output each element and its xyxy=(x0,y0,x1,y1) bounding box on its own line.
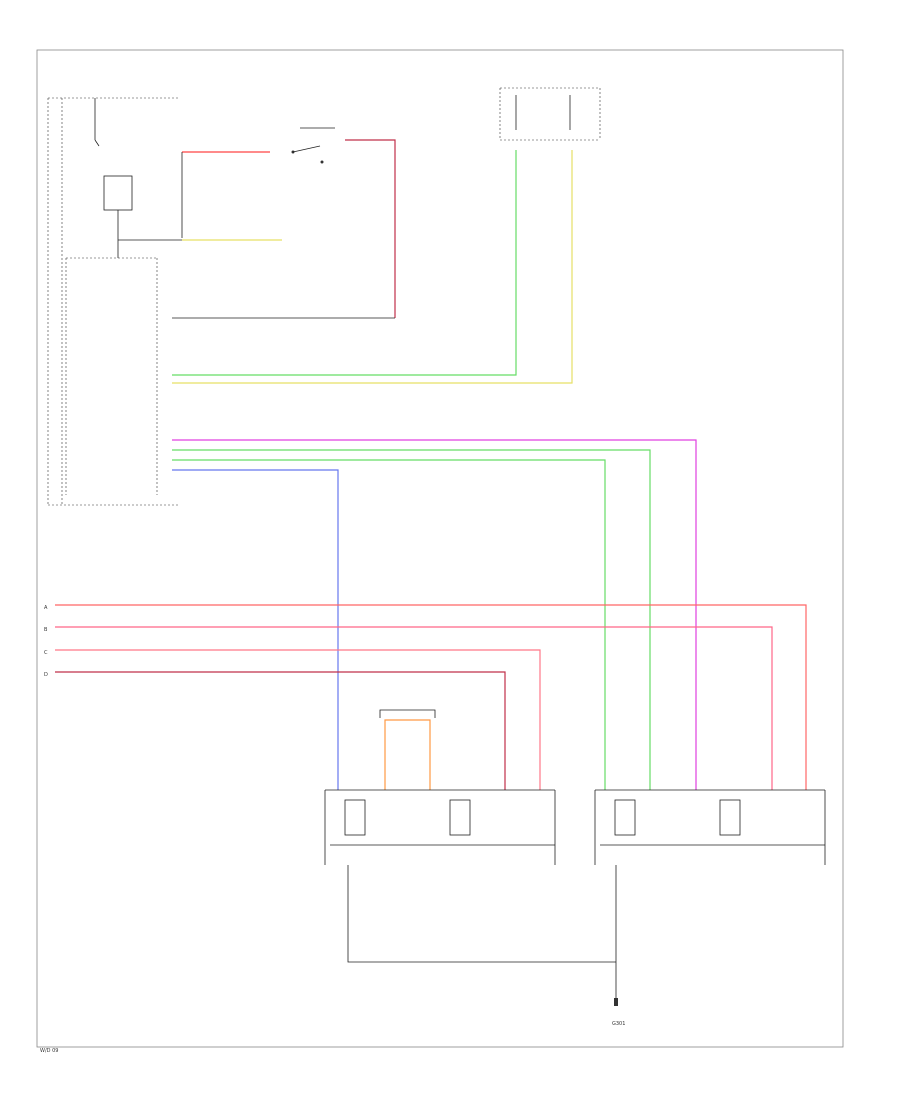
wire-dark-red xyxy=(345,139,396,318)
wire-green-3 xyxy=(172,459,606,790)
interior-fuse-box xyxy=(47,97,180,506)
diagram-frame xyxy=(36,49,844,1048)
battery-junction-box xyxy=(499,87,601,141)
passenger-seat-module xyxy=(324,789,556,865)
svg-text:C: C xyxy=(44,650,48,656)
wire-pink xyxy=(55,626,773,790)
wire-orange-long xyxy=(55,604,807,790)
wire-green-signal xyxy=(172,150,517,376)
ground-symbol xyxy=(614,998,618,1006)
svg-text:B: B xyxy=(44,627,48,633)
wire-orange-loop xyxy=(384,719,431,790)
wire-magenta xyxy=(172,439,697,790)
svg-text:D: D xyxy=(44,672,48,678)
diagram-id: W/D 09 xyxy=(40,1048,58,1054)
wire-green-2 xyxy=(172,449,651,790)
wire-yellow-signal xyxy=(172,150,573,384)
legend: A B C D xyxy=(44,605,48,678)
wire-dark-red-2 xyxy=(55,671,506,790)
wire-pink-2 xyxy=(55,649,541,790)
driver-seat-module xyxy=(594,789,826,865)
wire-blue xyxy=(172,469,339,790)
relay-box xyxy=(103,175,133,211)
ground-wire xyxy=(347,865,616,963)
svg-text:A: A xyxy=(44,605,48,611)
ground-label: G301 xyxy=(612,1021,625,1027)
ignition-switch xyxy=(291,127,335,164)
control-module xyxy=(65,257,158,495)
